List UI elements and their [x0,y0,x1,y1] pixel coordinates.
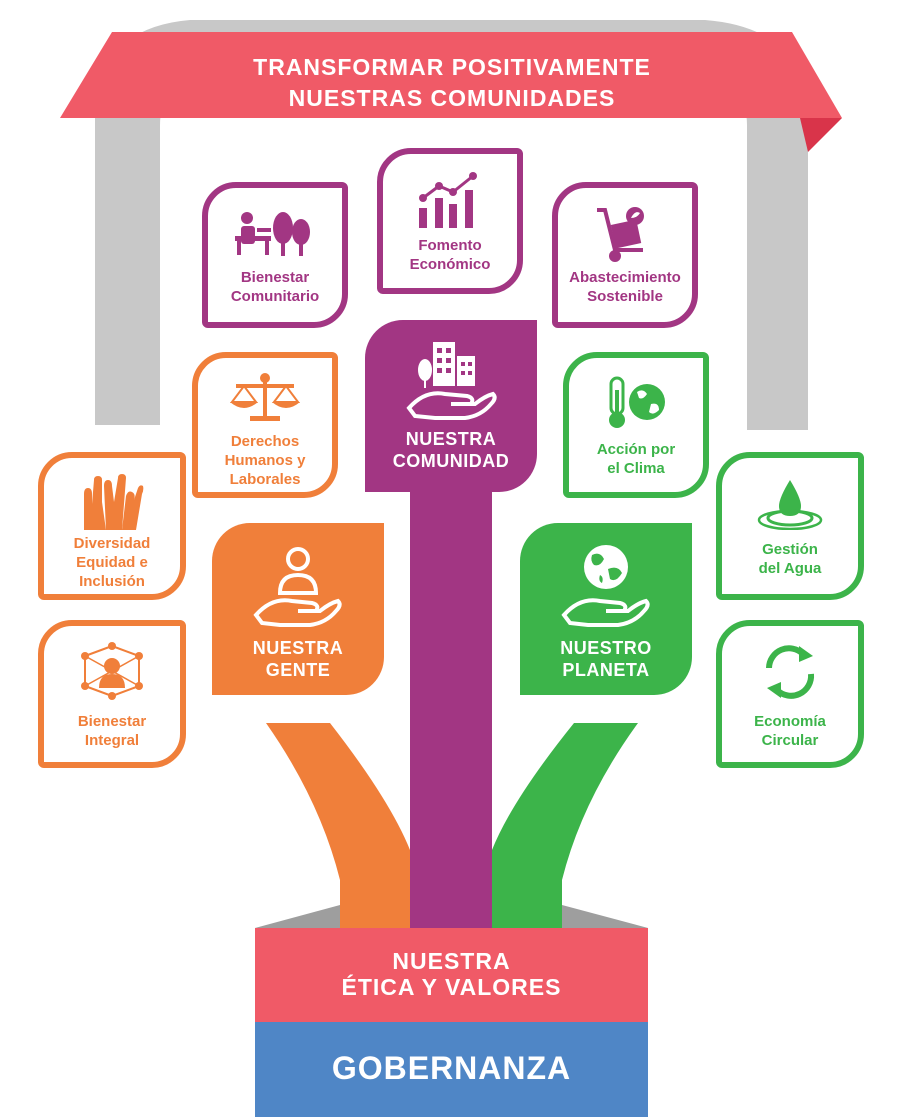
tile-label-line: Integral [84,732,140,749]
scales-icon [198,372,332,422]
etica-line-2: ÉTICA Y VALORES [341,974,562,1000]
tile-label-line: Circular [761,732,819,749]
pillar-label-line: COMUNIDAD [392,451,510,471]
tile-label-line: Diversidad [73,535,151,552]
pillar-label-line: NUESTRO [560,638,652,658]
etica-block [255,928,648,1022]
person-network-icon [44,642,180,700]
base-right-shadow [562,905,648,928]
tile-label-line: Acción por [596,441,676,458]
pillar-label-line: NUESTRA [405,429,497,449]
pillar-nuestra-comunidad: NUESTRA COMUNIDAD [365,320,537,492]
tile-economia-circular: Economía Circular [716,620,864,768]
banner-title: TRANSFORMAR POSITIVAMENTE NUESTRAS COMUN… [150,52,754,114]
hand-person-icon [212,543,384,627]
banner [60,32,842,118]
tile-bienestar-integral: Bienestar Integral [38,620,186,768]
tile-label-line: Abastecimiento [569,269,681,286]
tile-label-line: Derechos [230,433,300,450]
tile-label-line: Equidad e [76,554,148,571]
circular-arrows-icon [722,644,858,700]
tile-gestion-agua: Gestión del Agua [716,452,864,600]
etica-line-1: NUESTRA [392,948,511,974]
tile-label-line: Laborales [229,471,301,488]
tile-label-line: Bienestar [77,713,147,730]
banner-right-fold [800,118,842,152]
banner-line-1: TRANSFORMAR POSITIVAMENTE [253,54,651,80]
pillar-label-line: PLANETA [562,660,650,680]
etica-label: NUESTRA ÉTICA Y VALORES [255,948,648,1000]
tile-label-line: Sostenible [587,288,663,305]
orange-root [266,723,410,928]
gobernanza-block [255,1022,648,1117]
hand-buildings-icon [365,338,537,422]
tile-bienestar-comunitario: Bienestar Comunitario [202,182,348,328]
tile-label-line: Fomento [418,237,482,254]
thermometer-globe-icon [569,374,703,430]
pillar-nuestro-planeta: NUESTRO PLANETA [520,523,692,695]
tile-label-line: Comunitario [230,288,320,305]
raised-hands-icon [44,474,180,530]
hand-globe-icon [520,541,692,627]
tile-accion-clima: Acción por el Clima [563,352,709,498]
base-left-shadow [255,905,340,928]
tile-label-line: Bienestar [240,269,310,286]
tile-derechos-humanos: Derechos Humanos y Laborales [192,352,338,498]
hand-truck-icon [558,204,692,264]
tile-label-line: el Clima [607,460,665,477]
pillar-label-line: GENTE [265,660,331,680]
pillar-nuestra-gente: NUESTRA GENTE [212,523,384,695]
water-drop-icon [722,478,858,530]
tile-fomento-economico: Fomento Económico [377,148,523,294]
tile-diversidad: Diversidad Equidad e Inclusión [38,452,186,600]
tile-label-line: del Agua [758,560,822,577]
growth-chart-icon [383,172,517,230]
tile-abastecimiento-sostenible: Abastecimiento Sostenible [552,182,698,328]
tile-label-line: Economía [754,713,826,730]
tile-label-line: Gestión [762,541,818,558]
tile-label-line: Económico [409,256,491,273]
gobernanza-label: GOBERNANZA [331,1050,572,1086]
purple-trunk [410,490,492,928]
pillar-label-line: NUESTRA [252,638,344,658]
banner-line-2: NUESTRAS COMUNIDADES [288,85,616,111]
tile-label-line: Humanos y [224,452,306,469]
green-root [492,723,638,928]
park-bench-trees-icon [208,206,342,262]
tile-label-line: Inclusión [79,573,145,590]
